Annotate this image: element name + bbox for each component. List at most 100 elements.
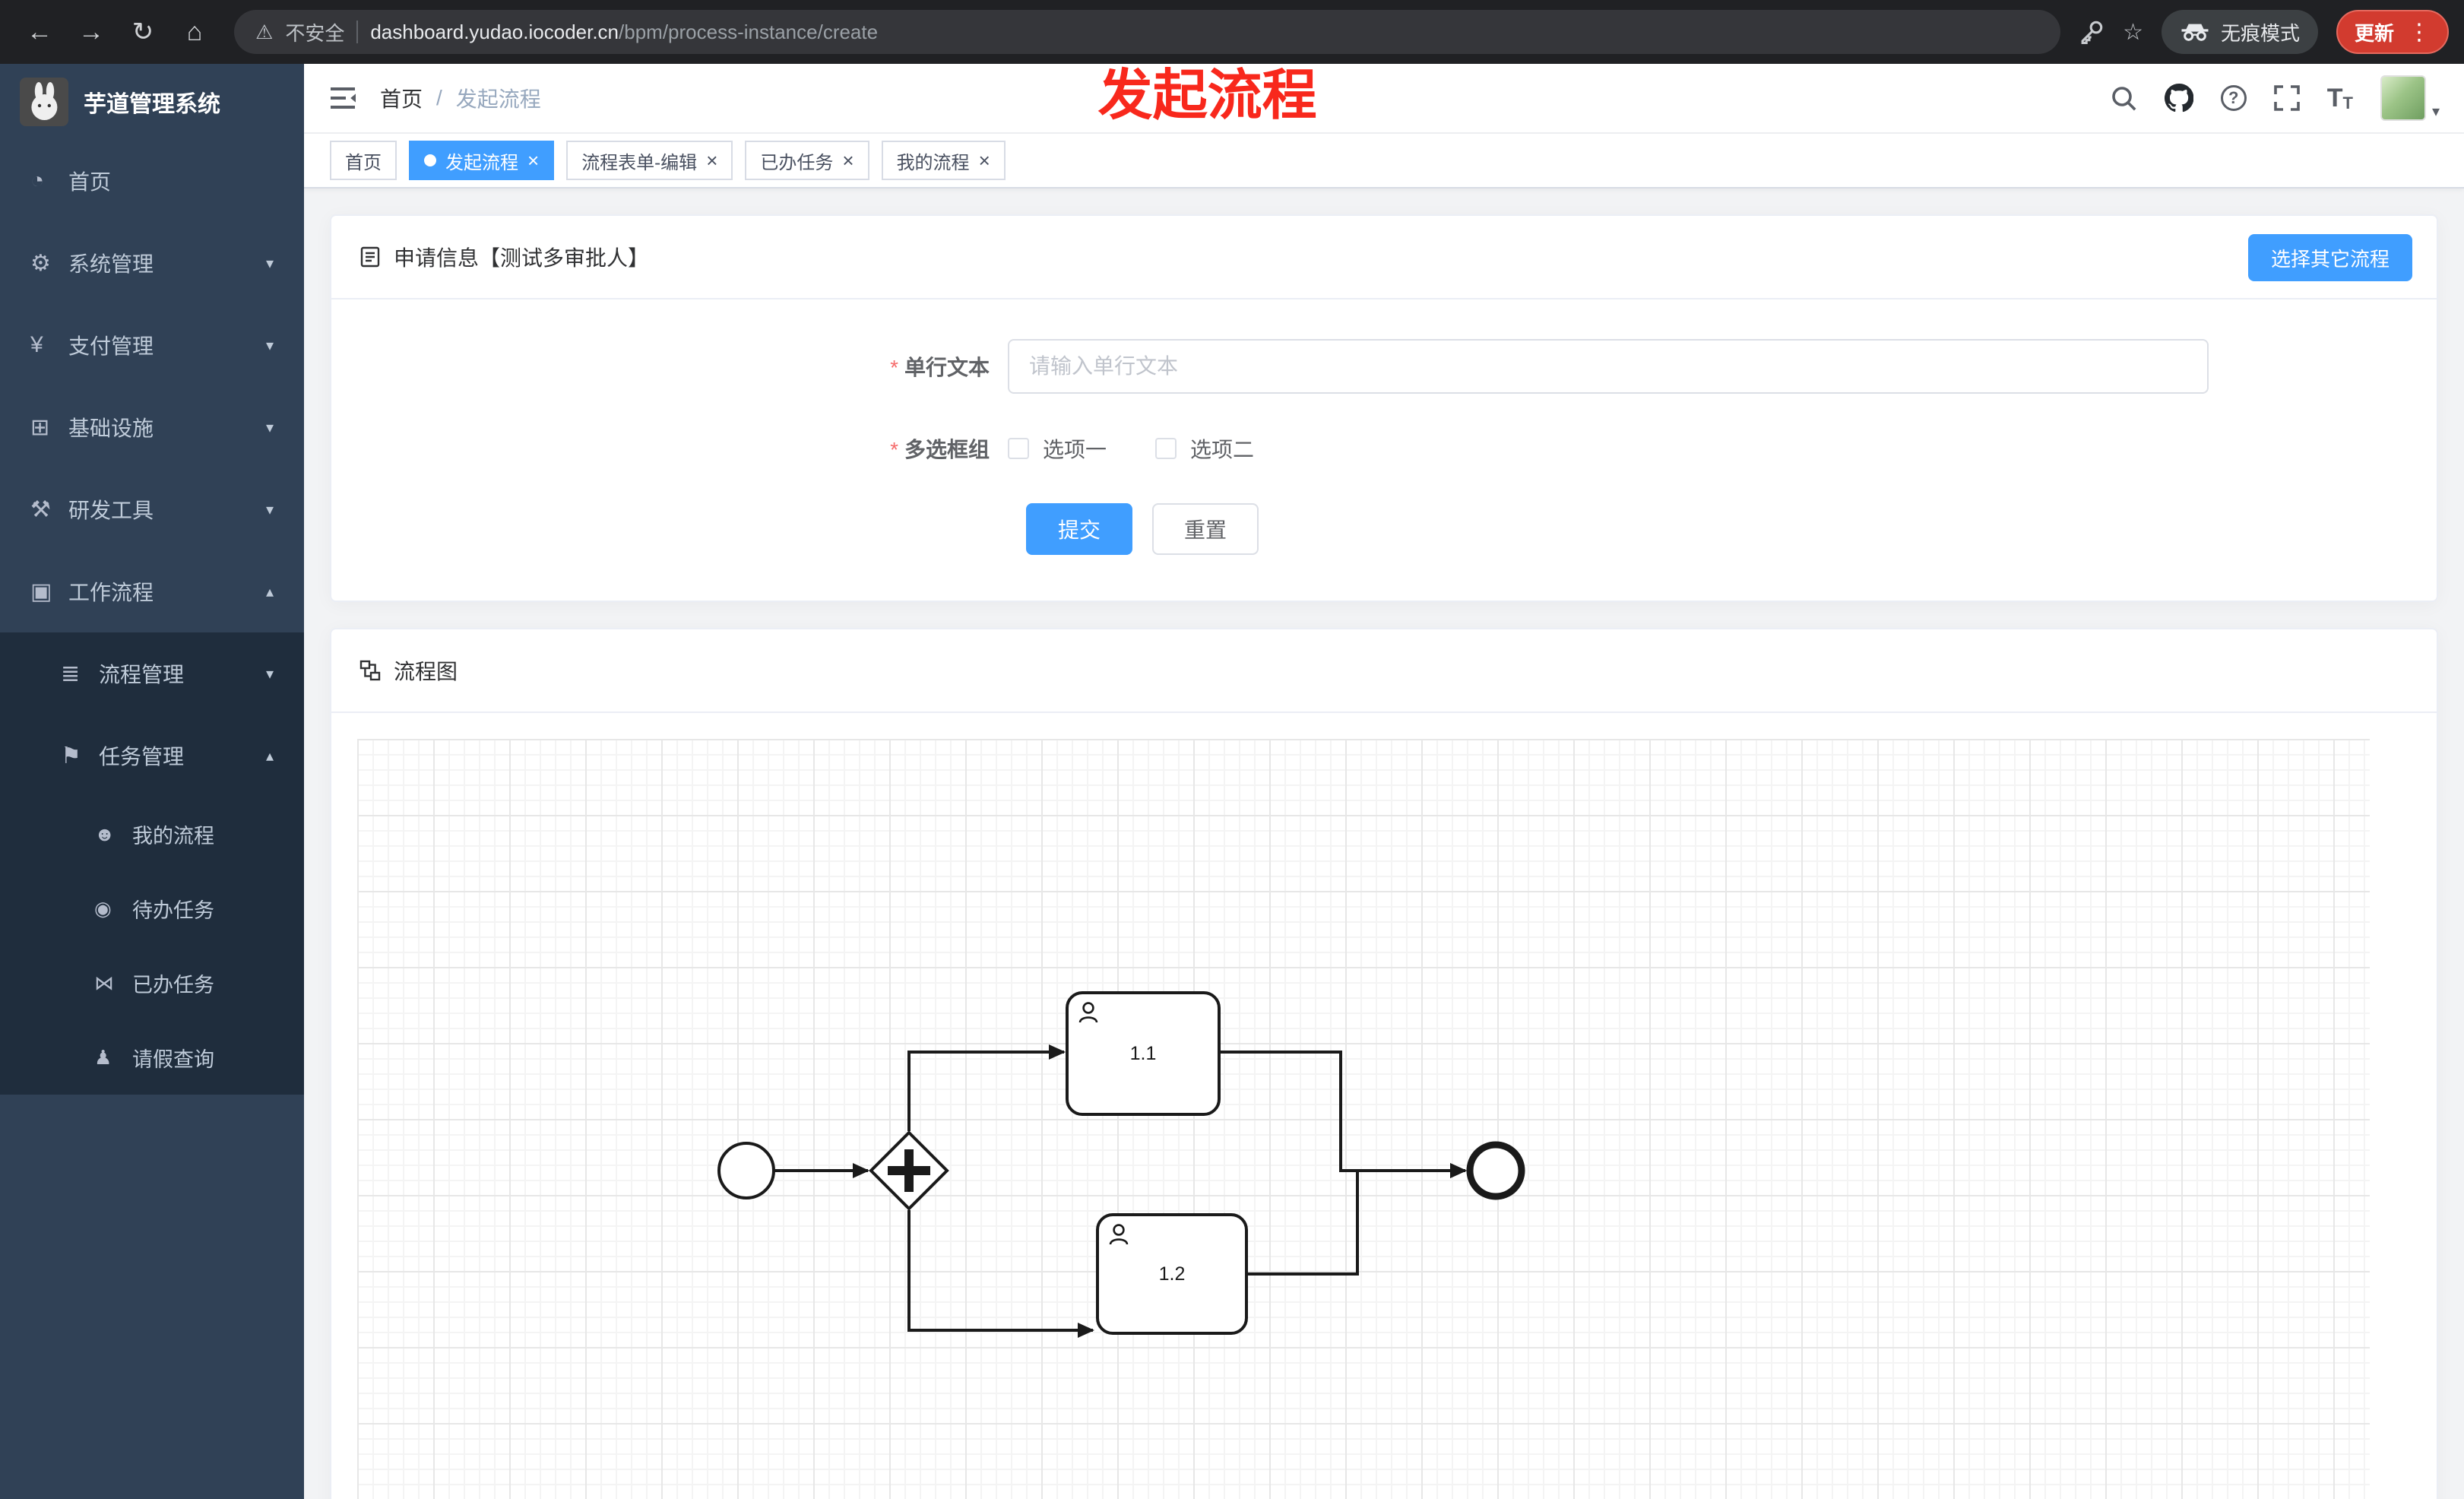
tab-done-tasks[interactable]: 已办任务 × [745, 141, 869, 180]
sidebar-item-done-tasks[interactable]: ⋈ 已办任务 [94, 971, 214, 997]
search-icon[interactable] [2110, 84, 2137, 112]
single-line-text-label: *单行文本 [890, 356, 990, 379]
checkbox-icon[interactable] [1155, 438, 1177, 459]
github-icon[interactable] [2164, 84, 2193, 113]
required-mark: * [890, 356, 898, 379]
process-diagram-header: 流程图 [331, 629, 2437, 713]
single-line-text-input[interactable] [1008, 339, 2209, 394]
close-icon[interactable]: × [706, 149, 718, 172]
close-icon[interactable]: × [527, 149, 540, 172]
start-event[interactable] [717, 1142, 775, 1200]
sidebar-item-workflow[interactable]: ▣ 工作流程 ▴ [30, 578, 274, 605]
app-title: 芋道管理系统 [84, 92, 220, 117]
sidebar-item-home[interactable]: ◔ 首页 [30, 168, 112, 194]
application-info-card: 申请信息【测试多审批人】 选择其它流程 *单行文本 *多选框组 选项一 [330, 214, 2438, 602]
browser-right-controls: ☆ 无痕模式 更新 ⋮ [2079, 10, 2449, 54]
browser-home-button[interactable]: ⌂ [186, 17, 203, 46]
chrome-update-button[interactable]: 更新 ⋮ [2336, 10, 2449, 54]
close-icon[interactable]: × [978, 149, 990, 172]
workflow-icon: ▣ [30, 578, 52, 604]
close-icon[interactable]: × [842, 149, 854, 172]
user-task-1-1[interactable]: 1.1 [1066, 991, 1221, 1116]
checkbox-group-row: *多选框组 选项一 选项二 [331, 433, 2437, 464]
bpmn-diagram: 1.1 1.2 [717, 991, 1525, 1338]
incognito-icon [2181, 24, 2209, 41]
parallel-gateway[interactable] [869, 1130, 949, 1211]
fullscreen-icon[interactable] [2273, 85, 2300, 111]
chevron-down-icon: ▾ [265, 419, 274, 436]
chevron-down-icon: ▾ [265, 665, 274, 683]
chevron-down-icon: ▾ [2431, 103, 2440, 120]
form-actions: 提交 重置 [1026, 503, 2437, 555]
sidebar-item-task-management[interactable]: ⚑ 任务管理 ▴ [61, 743, 274, 769]
sidebar-fold-icon[interactable] [328, 86, 357, 110]
chevron-up-icon: ▴ [265, 747, 274, 765]
application-form: *单行文本 *多选框组 选项一 选项二 [331, 299, 2437, 601]
url-text[interactable]: dashboard.yudao.iocoder.cn/bpm/process-i… [370, 21, 878, 44]
sequence-flow-task1-end [1219, 1051, 1467, 1178]
not-secure-label[interactable]: 不安全 [285, 21, 345, 45]
bpmn-grid [357, 739, 2370, 1499]
password-key-icon[interactable] [2079, 19, 2105, 45]
browser-menu-icon[interactable]: ⋮ [2408, 19, 2431, 45]
bpmn-canvas[interactable]: 1.1 1.2 [357, 739, 2370, 1499]
sidebar-item-payment-management[interactable]: ¥ 支付管理 ▾ [30, 332, 274, 358]
user-task-1-2[interactable]: 1.2 [1096, 1213, 1248, 1335]
submit-button[interactable]: 提交 [1026, 503, 1133, 555]
address-divider [356, 21, 359, 43]
chevron-up-icon: ▴ [265, 583, 274, 601]
user-avatar-menu[interactable]: ▾ [2380, 75, 2440, 121]
breadcrumb: 首页 / 发起流程 [380, 83, 541, 113]
app-logo[interactable]: 芋道管理系统 [0, 64, 304, 140]
person-icon: ♟ [94, 1045, 112, 1069]
chevron-down-icon: ▾ [265, 501, 274, 518]
process-diagram-title: 流程图 [394, 660, 458, 683]
gear-icon: ⚙ [30, 250, 51, 276]
user-icon [1078, 1002, 1098, 1023]
process-diagram-card: 流程图 [330, 628, 2438, 1499]
url-domain: dashboard.yudao.iocoder.cn [370, 20, 619, 43]
update-label: 更新 [2354, 21, 2394, 45]
tab-home[interactable]: 首页 [330, 141, 397, 180]
flow-chart-icon [359, 660, 381, 681]
help-icon[interactable]: ? [2220, 85, 2247, 111]
breadcrumb-home[interactable]: 首页 [380, 87, 423, 111]
sequence-flow-gateway-task1 [907, 1044, 1066, 1131]
list-icon: ≣ [61, 661, 81, 686]
sidebar-item-process-management[interactable]: ≣ 流程管理 ▾ [61, 661, 274, 687]
browser-toolbar: ← → ↻ ⌂ ⚠ 不安全 dashboard.yudao.iocoder.cn… [0, 0, 2464, 64]
select-other-process-button[interactable]: 选择其它流程 [2247, 234, 2412, 281]
page-content: 申请信息【测试多审批人】 选择其它流程 *单行文本 *多选框组 选项一 [304, 189, 2464, 1499]
avatar [2380, 75, 2426, 121]
tab-form-edit[interactable]: 流程表单-编辑 × [566, 141, 733, 180]
browser-back-button[interactable]: ← [27, 17, 52, 46]
breadcrumb-separator: / [436, 86, 442, 109]
user-chat-icon: ☻ [94, 822, 116, 845]
end-event[interactable] [1466, 1141, 1525, 1200]
checkbox-icon[interactable] [1008, 438, 1029, 459]
sidebar-item-dev-tools[interactable]: ⚒ 研发工具 ▾ [30, 496, 274, 523]
browser-forward-button[interactable]: → [78, 17, 104, 46]
browser-reload-button[interactable]: ↻ [131, 17, 154, 46]
tab-my-processes[interactable]: 我的流程 × [881, 141, 1006, 180]
checkbox-group: 选项一 选项二 [1008, 433, 1254, 464]
sidebar-item-system-management[interactable]: ⚙ 系统管理 ▾ [30, 250, 274, 277]
required-mark: * [890, 438, 898, 461]
reset-button[interactable]: 重置 [1152, 503, 1259, 555]
sidebar-item-infrastructure[interactable]: ⊞ 基础设施 ▾ [30, 414, 274, 441]
bookmark-star-icon[interactable]: ☆ [2123, 19, 2143, 45]
tab-start-process[interactable]: 发起流程 × [409, 141, 555, 180]
sidebar-item-leave-query[interactable]: ♟ 请假查询 [94, 1045, 214, 1071]
application-info-title: 申请信息【测试多审批人】 [394, 246, 650, 270]
yen-icon: ¥ [30, 332, 43, 357]
checkbox-group-label: *多选框组 [890, 438, 990, 461]
sidebar-item-todo-tasks[interactable]: ◉ 待办任务 [94, 896, 214, 922]
chevron-down-icon: ▾ [265, 337, 274, 354]
infrastructure-icon: ⊞ [30, 414, 50, 440]
address-bar[interactable]: ⚠ 不安全 dashboard.yudao.iocoder.cn/bpm/pro… [234, 10, 2061, 54]
checkbox-option-2[interactable]: 选项二 [1155, 433, 1254, 464]
sidebar-item-my-processes[interactable]: ☻ 我的流程 [94, 822, 214, 848]
checkbox-option-1[interactable]: 选项一 [1008, 433, 1107, 464]
